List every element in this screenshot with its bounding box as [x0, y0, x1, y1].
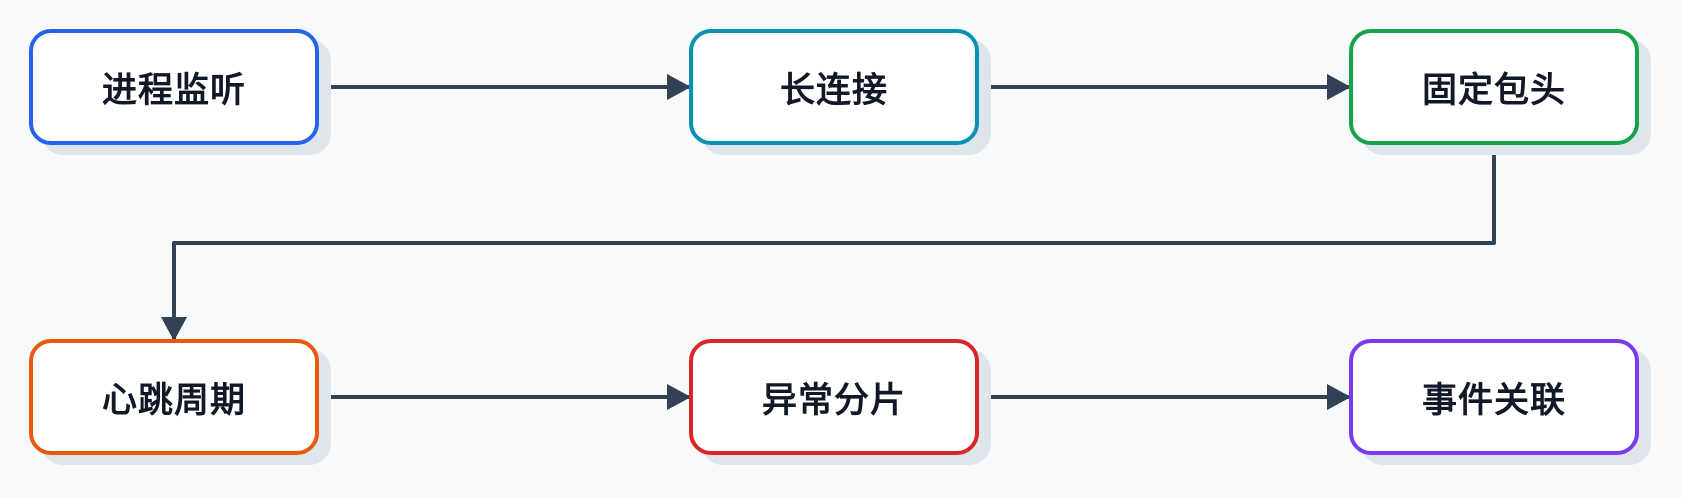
- node-long-connection: 长连接: [689, 29, 979, 145]
- node-fixed-header: 固定包头: [1349, 29, 1639, 145]
- node-abnormal-fragment: 异常分片: [689, 339, 979, 455]
- node-heartbeat-cycle: 心跳周期: [29, 339, 319, 455]
- node-label: 异常分片: [761, 380, 906, 421]
- edge-fixed-header-to-heartbeat-cycle: [161, 145, 1496, 341]
- node-label: 心跳周期: [101, 380, 246, 421]
- node-process-listen: 进程监听: [29, 29, 319, 145]
- node-label: 事件关联: [1421, 380, 1566, 421]
- node-event-correlation: 事件关联: [1349, 339, 1639, 455]
- node-label: 固定包头: [1421, 70, 1566, 111]
- node-label: 长连接: [779, 70, 888, 111]
- node-label: 进程监听: [101, 70, 246, 111]
